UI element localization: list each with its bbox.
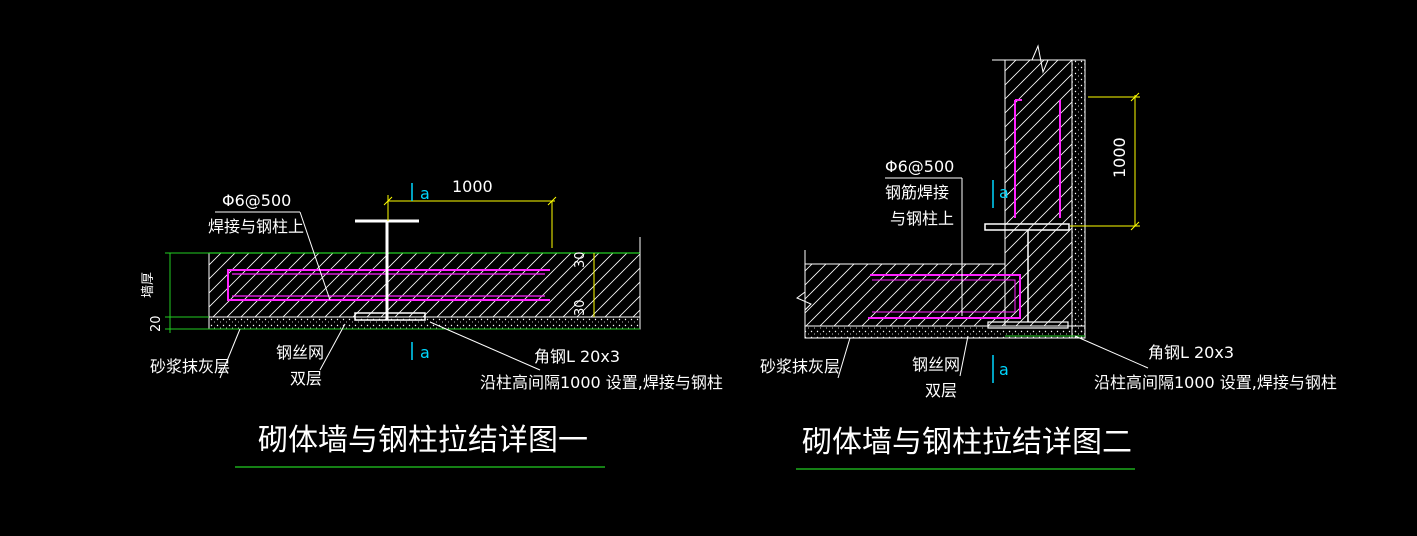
detail1-leader-mesh	[319, 323, 346, 371]
detail1-angle-note: 沿柱高间隔1000 设置,焊接与钢柱	[480, 373, 723, 392]
detail1-rebar	[227, 269, 550, 301]
detail2-section-bottom: a	[999, 360, 1009, 379]
detail2-leader-plaster	[837, 337, 851, 379]
detail2-rebar-column	[1014, 99, 1061, 218]
detail2-mesh-label-1: 钢丝网	[912, 355, 960, 374]
detail1-dim-top-small: 30	[573, 251, 588, 268]
detail2-title: 砌体墙与钢柱拉结详图二	[802, 425, 1132, 460]
detail2-plaster-label: 砂浆抹灰层	[760, 357, 840, 376]
detail1-dim-wall: 墙厚	[141, 272, 156, 298]
detail2-weld-label-2: 与钢柱上	[890, 209, 954, 228]
detail2-top-break	[992, 44, 1072, 74]
detail2-plaster-vertical	[1071, 59, 1086, 339]
detail1-mesh-label-1: 钢丝网	[276, 343, 324, 362]
detail2-dim-tick-bottom	[1130, 221, 1140, 231]
detail2-mesh-label-2: 双层	[925, 381, 957, 400]
detail2-rebar-l	[868, 274, 1021, 319]
detail2-rebar-label: Φ6@500	[885, 157, 954, 176]
detail2-plaster-horizontal	[804, 325, 1086, 339]
detail2-section-top: a	[999, 183, 1009, 202]
detail1-mesh-label-2: 双层	[290, 369, 322, 388]
detail2-dim-tick-top	[1130, 92, 1140, 102]
detail1-title: 砌体墙与钢柱拉结详图一	[258, 423, 588, 458]
detail2-angle-label: 角钢L 20x3	[1148, 343, 1234, 362]
detail2-dim-length: 1000	[1110, 137, 1129, 178]
detail1-dim-plaster: 20	[149, 315, 164, 332]
detail1-section-top: a	[420, 184, 430, 203]
detail2-angle-plate	[984, 223, 1070, 231]
detail1-dim-bottom-small: 30	[573, 299, 588, 316]
detail2-wall-section	[804, 263, 1006, 327]
detail2-leader-angle	[1074, 335, 1149, 369]
detail-1: 1000 墙厚 20 30 30 a a Φ6@500 焊接与钢柱上 砂浆抹灰层…	[141, 177, 723, 468]
detail1-dim-tick-right	[547, 196, 557, 206]
detail2-weld-label-1: 钢筋焊接	[885, 183, 949, 202]
detail1-weld-label: 焊接与钢柱上	[208, 217, 304, 236]
detail1-leader-angle	[429, 321, 541, 371]
detail1-wall-section	[208, 252, 641, 318]
detail1-plaster-label: 砂浆抹灰层	[150, 357, 230, 376]
detail1-leader-rebar	[299, 211, 331, 301]
detail2-leader-mesh	[959, 335, 969, 377]
detail1-dim-tick-left	[383, 196, 393, 206]
detail1-leader-plaster	[219, 328, 241, 379]
detail1-column-base-plate	[354, 312, 426, 321]
detail1-section-bottom: a	[420, 343, 430, 362]
detail1-dim-length: 1000	[452, 177, 493, 196]
detail2-rebar-l-inner	[872, 279, 1016, 313]
detail1-angle-label: 角钢L 20x3	[534, 347, 620, 366]
detail2-angle-note: 沿柱高间隔1000 设置,焊接与钢柱	[1094, 373, 1337, 392]
detail-2: 1000 a a Φ6@500 钢筋焊接 与钢柱上 砂浆抹灰层 钢丝网 双层 角…	[760, 44, 1337, 470]
detail2-left-break	[796, 250, 812, 326]
detail1-rebar-label: Φ6@500	[222, 191, 291, 210]
